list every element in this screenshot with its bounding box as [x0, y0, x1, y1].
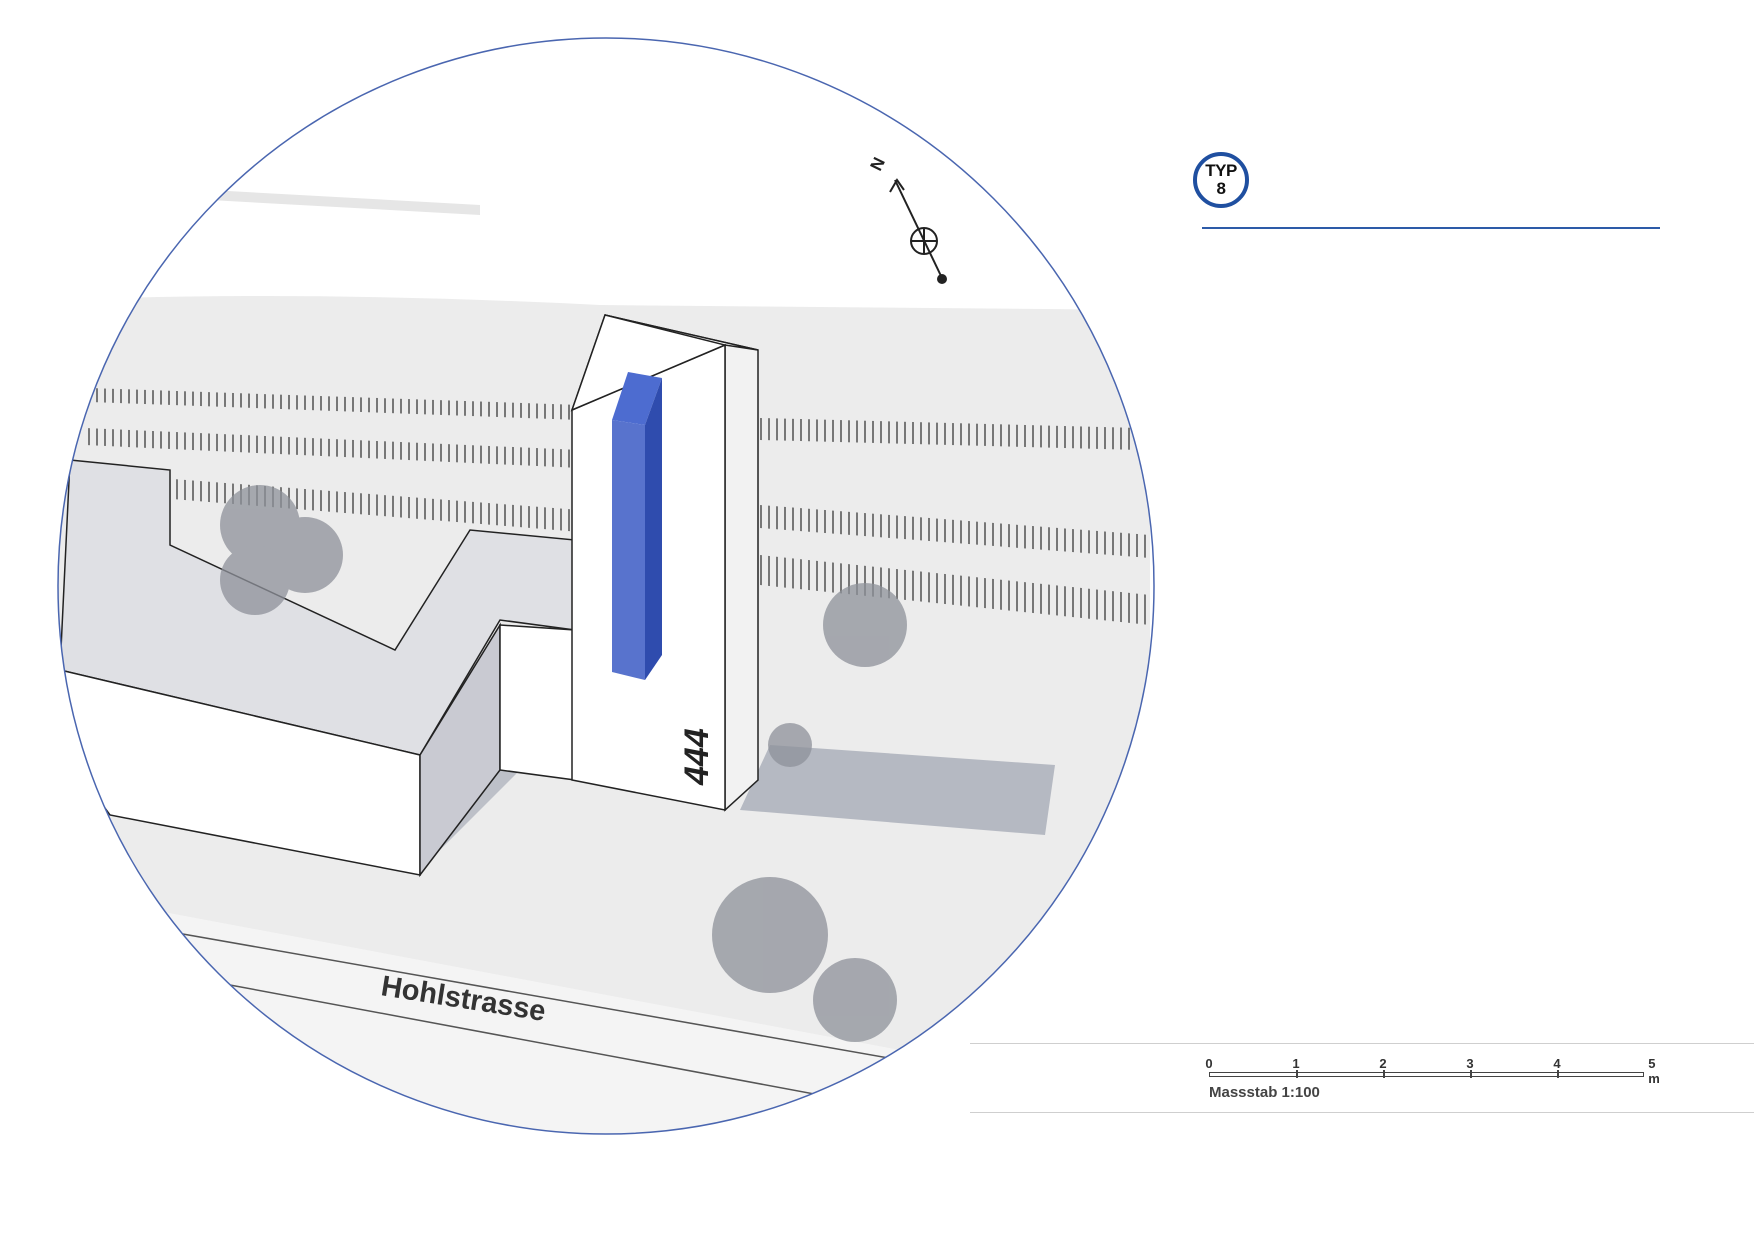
divider-bottom	[970, 1112, 1754, 1113]
badge-number: 8	[1216, 179, 1226, 198]
scale-tick: 3	[1466, 1056, 1474, 1071]
scale-caption: Massstab 1:100	[1209, 1084, 1320, 1101]
scale-tick: 1	[1292, 1056, 1300, 1071]
scale-tick: 4	[1553, 1056, 1561, 1071]
scale-tick: 0	[1205, 1056, 1213, 1071]
trees	[220, 485, 907, 1042]
highlighted-facade	[612, 420, 645, 680]
header-rule	[1202, 227, 1660, 229]
tower-building: 444	[570, 314, 759, 812]
scale-bar-line	[1209, 1072, 1644, 1077]
scale-tick: 5 m	[1648, 1056, 1660, 1086]
divider-top	[970, 1043, 1754, 1044]
scale-tick: 2	[1379, 1056, 1387, 1071]
railway-tracks	[85, 388, 1150, 625]
type-badge: TYP 8	[1193, 152, 1249, 208]
building-number: 444	[678, 728, 716, 786]
scale-bar: 0 1 2 3 4 5 m Massstab 1:100	[1205, 1056, 1659, 1108]
existing-building	[59, 459, 576, 878]
badge-label: TYP	[1205, 161, 1237, 180]
view-circle	[57, 37, 1155, 1135]
